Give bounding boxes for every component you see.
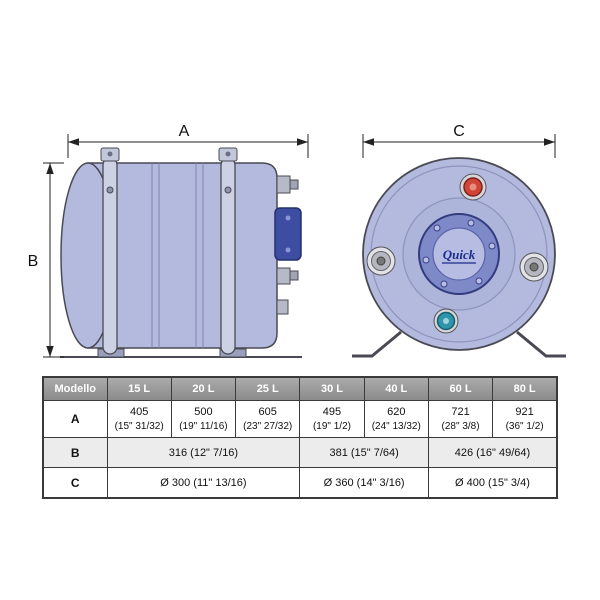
value-inch: (23" 27/32) <box>243 420 293 432</box>
table-row-c: C Ø 300 (11" 13/16) Ø 360 (14" 3/16) Ø 4… <box>42 467 558 499</box>
cell-c-15-25l: Ø 300 (11" 13/16) <box>106 467 301 499</box>
value-mm: 500 <box>194 405 213 418</box>
value-mm: 620 <box>387 405 406 418</box>
boiler-side-view <box>60 147 302 358</box>
header-20l: 20 L <box>170 376 237 401</box>
cell-c-30-40l: Ø 360 (14" 3/16) <box>299 467 429 499</box>
value-inch: (28" 3/8) <box>441 420 480 432</box>
cell-b-60-80l: 426 (16" 49/64) <box>427 437 558 468</box>
value-inch: (24" 13/32) <box>371 420 421 432</box>
header-25l: 25 L <box>235 376 301 401</box>
dimension-a-label: A <box>179 123 190 140</box>
dimension-b-label: B <box>28 253 39 270</box>
cell-a-25l: 605 (23" 27/32) <box>235 400 301 438</box>
cell-b-15-25l: 316 (12" 7/16) <box>106 437 301 468</box>
cell-a-20l: 500 (19" 11/16) <box>170 400 237 438</box>
right-gray-fitting <box>519 252 549 282</box>
header-30l: 30 L <box>299 376 365 401</box>
cell-b-30-40l: 381 (15" 7/64) <box>299 437 429 468</box>
row-label-c: C <box>42 467 108 499</box>
value-mm: 921 <box>515 405 534 418</box>
mounting-strap-right <box>218 147 238 355</box>
value-inch: (15" 31/32) <box>114 420 164 432</box>
pipe-fitting-bottom <box>276 299 289 315</box>
header-modello: Modello <box>42 376 108 401</box>
quick-logo: Quick <box>443 247 476 262</box>
row-label-b: B <box>42 437 108 468</box>
boiler-end-view: Quick <box>352 157 566 358</box>
value-inch: (19" 11/16) <box>179 420 228 432</box>
cell-a-30l: 495 (19" 1/2) <box>299 400 365 438</box>
value-inch: (19" 1/2) <box>312 420 351 432</box>
hot-outlet-fitting <box>459 173 487 201</box>
header-15l: 15 L <box>106 376 172 401</box>
shell-seams <box>151 163 204 348</box>
pipe-fitting-mid <box>276 267 291 285</box>
dimension-c: C <box>362 123 556 158</box>
table-row-a: A 405 (15" 31/32) 500 (19" 11/16) 605 (2… <box>42 400 558 438</box>
mounting-strap-left <box>100 147 120 355</box>
dimensions-table: Modello 15 L 20 L 25 L 30 L 40 L 60 L 80… <box>42 376 558 499</box>
header-80l: 80 L <box>492 376 558 401</box>
value-inch: (36" 1/2) <box>505 420 544 432</box>
cell-c-60-80l: Ø 400 (15" 3/4) <box>427 467 558 499</box>
pipe-nipple-mid <box>289 270 299 281</box>
pipe-nipple-top <box>289 179 299 190</box>
end-foot-right <box>516 330 566 358</box>
value-mm: 495 <box>322 405 342 418</box>
inspection-flange: Quick <box>418 213 500 295</box>
value-mm: 605 <box>258 405 277 418</box>
row-label-a: A <box>42 400 108 438</box>
value-mm: 721 <box>451 405 470 418</box>
flange-bolt <box>285 215 291 221</box>
dimension-b: B <box>28 162 64 358</box>
dimension-c-label: C <box>453 123 465 140</box>
technical-drawing: A B C <box>28 123 566 358</box>
header-40l: 40 L <box>363 376 429 401</box>
cell-a-80l: 921 (36" 1/2) <box>492 400 558 438</box>
cell-a-60l: 721 (28" 3/8) <box>427 400 494 438</box>
cell-a-40l: 620 (24" 13/32) <box>363 400 429 438</box>
left-gray-fitting <box>366 246 396 276</box>
table-header-row: Modello 15 L 20 L 25 L 30 L 40 L 60 L 80… <box>42 376 558 401</box>
header-60l: 60 L <box>427 376 494 401</box>
value-mm: 405 <box>129 405 149 418</box>
flange-bolt <box>285 247 291 253</box>
end-foot-left <box>352 330 402 358</box>
cold-inlet-fitting <box>433 308 459 334</box>
table-row-b: B 316 (12" 7/16) 381 (15" 7/64) 426 (16"… <box>42 437 558 468</box>
dimension-a: A <box>67 123 309 158</box>
heating-flange-side <box>274 207 302 261</box>
cell-a-15l: 405 (15" 31/32) <box>106 400 172 438</box>
pipe-fitting-top <box>276 175 291 194</box>
